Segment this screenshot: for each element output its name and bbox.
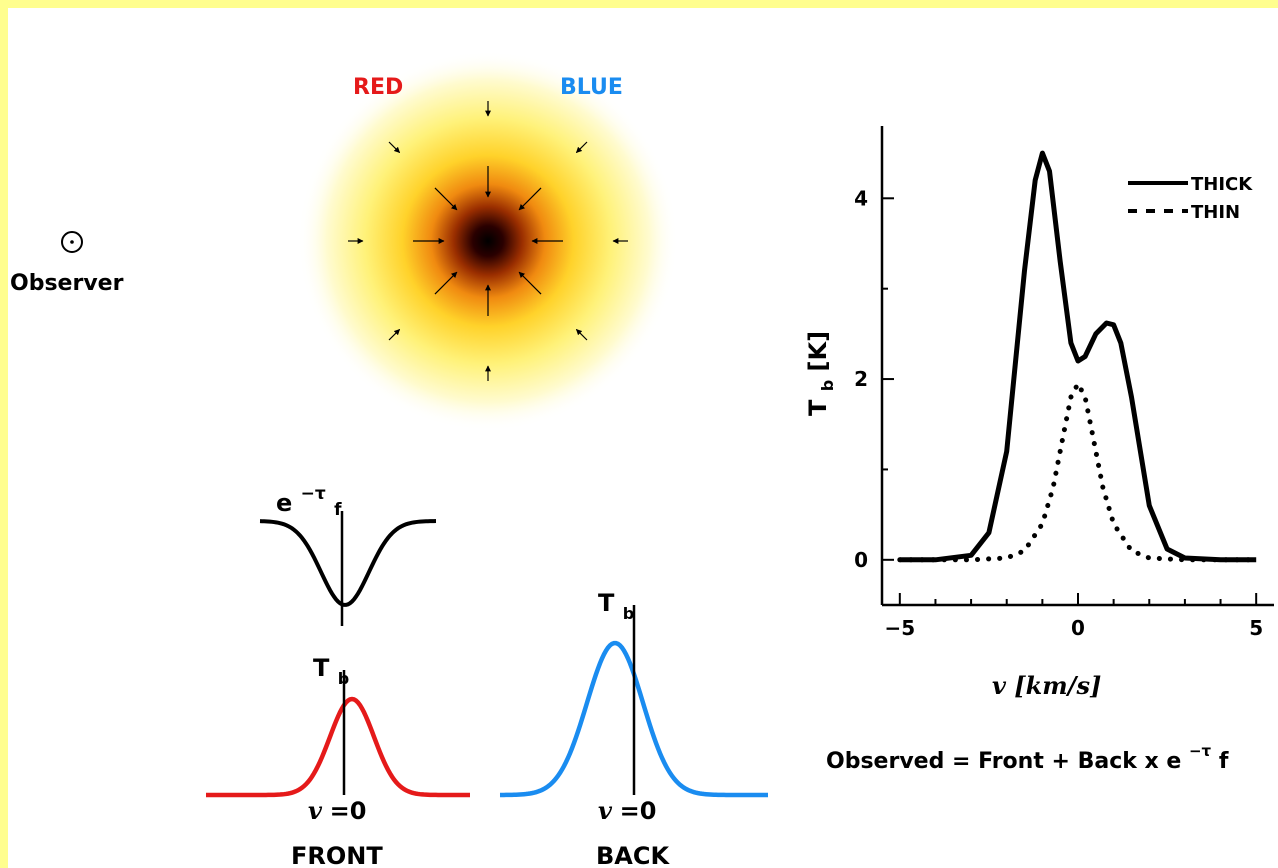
svg-text:v =0: v =0	[308, 796, 366, 825]
x-tick-label: 5	[1249, 616, 1263, 640]
y-tick-label: 2	[854, 367, 868, 391]
equation: Observed = Front + Back x e −τ f	[826, 737, 1229, 774]
y-tick-label: 0	[854, 548, 868, 572]
y-axis-label: T b [K]	[804, 331, 839, 416]
infall-arrow-icon	[434, 271, 458, 295]
series-line-thin	[897, 381, 1259, 563]
series-line-thick	[899, 150, 1257, 563]
svg-text:e −τ f: e −τ f	[276, 477, 342, 520]
equation-suffix: f	[1219, 749, 1229, 774]
y-tick-label: 4	[854, 186, 868, 210]
x-tick-label: −5	[884, 616, 915, 640]
back-tb-sub: b	[623, 604, 634, 623]
front-tb: T	[313, 654, 330, 682]
red-label: RED	[353, 75, 403, 100]
legend-label-thin: THIN	[1191, 202, 1240, 223]
front-v-zero: =0	[330, 797, 367, 825]
equation-tau: −τ	[1189, 742, 1212, 760]
infall-arrow-icon	[388, 328, 401, 341]
exp-base: e	[276, 489, 292, 517]
y-axis-label-unit: [K]	[804, 331, 832, 372]
x-axis-label: v [km/s]	[992, 671, 1101, 700]
infall-diagram: RED BLUE Observer e −τ f T b v =0 FRONT	[10, 51, 1274, 868]
infall-arrows	[348, 101, 628, 381]
x-axis-label-text: v [km/s]	[992, 671, 1101, 700]
back-tb: T	[598, 589, 615, 617]
legend-label-thick: THICK	[1191, 174, 1253, 195]
equation-prefix: Observed = Front + Back x e	[826, 749, 1181, 774]
chart-legend: THICK THIN	[1128, 174, 1253, 223]
observer-symbol-icon	[61, 231, 83, 253]
infall-arrow-icon	[518, 187, 542, 211]
figure-panel: RED BLUE Observer e −τ f T b v =0 FRONT	[8, 8, 1278, 868]
chart-series	[897, 150, 1259, 563]
exp-tau: −τ	[301, 484, 326, 504]
back-v-symbol: v	[598, 796, 613, 825]
observer-label: Observer	[10, 271, 124, 296]
chart-axes: −5 0 5 0 2 4	[854, 126, 1274, 640]
svg-text:v =0: v =0	[598, 796, 656, 825]
infall-arrow-icon	[388, 141, 401, 154]
front-v-symbol: v	[308, 796, 323, 825]
front-tb-sub: b	[338, 669, 349, 688]
exp-f: f	[334, 500, 342, 520]
absorption-profile: e −τ f	[259, 477, 437, 626]
infall-arrow-icon	[434, 187, 458, 211]
back-label: BACK	[596, 842, 670, 868]
blue-label: BLUE	[560, 75, 623, 100]
back-emission-profile: T b v =0 BACK	[499, 589, 768, 868]
front-emission-profile: T b v =0 FRONT	[206, 654, 470, 868]
svg-text:T b: T b	[598, 589, 634, 623]
back-v-zero: =0	[620, 797, 657, 825]
infall-arrow-icon	[575, 328, 588, 341]
infall-arrow-icon	[518, 271, 542, 295]
y-axis-label-sub: b	[818, 380, 837, 391]
y-axis-label-main: T	[804, 399, 832, 416]
infall-arrow-icon	[575, 141, 588, 154]
spectrum-chart: −5 0 5 0 2 4 THICK THIN v [km/s] T b [K]	[804, 126, 1274, 700]
x-tick-label: 0	[1071, 616, 1085, 640]
svg-text:T b: T b	[313, 654, 349, 688]
front-label: FRONT	[291, 842, 383, 868]
